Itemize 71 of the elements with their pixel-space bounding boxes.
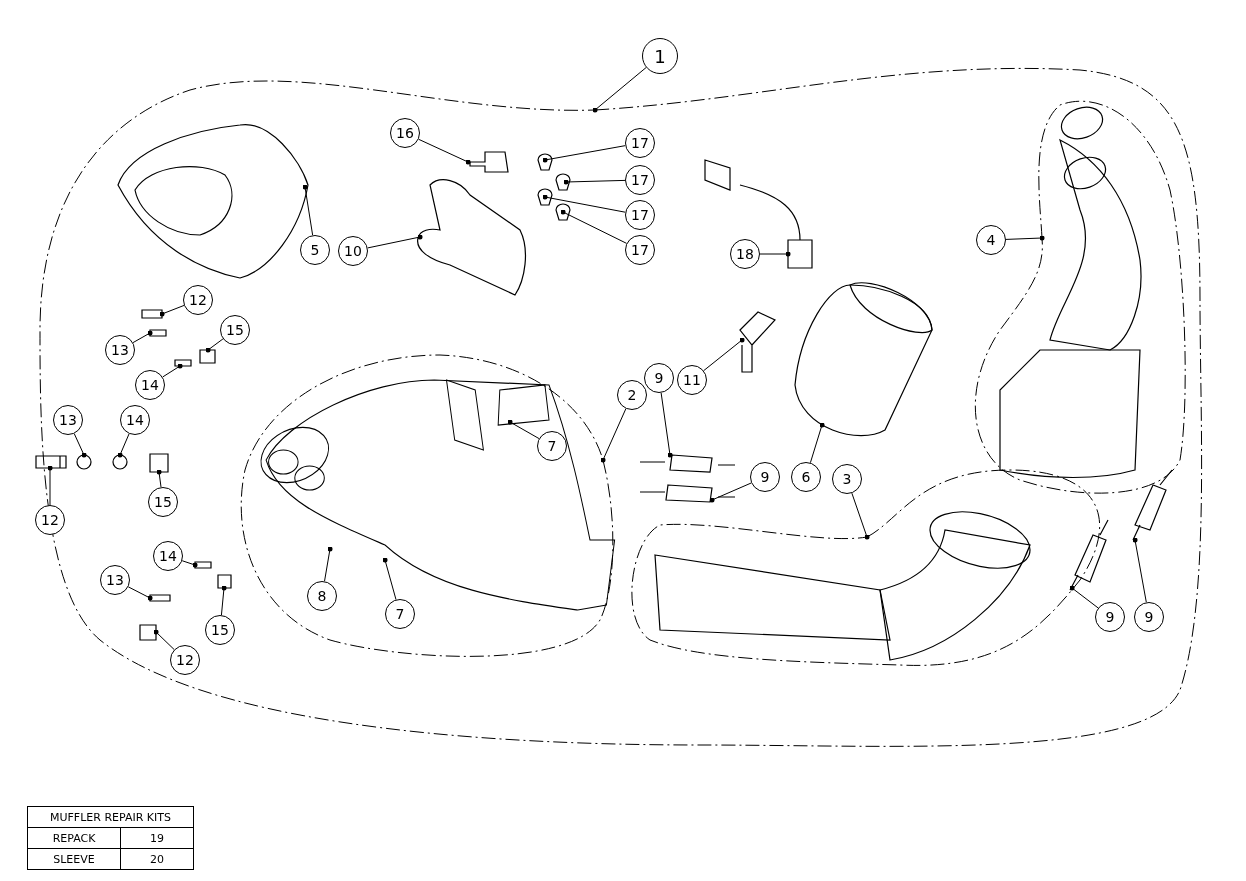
callout-number: 12	[170, 645, 200, 675]
leader-line	[302, 184, 314, 236]
leader-line	[592, 67, 647, 113]
callout-number: 9	[644, 363, 674, 393]
leader-line	[1005, 235, 1045, 241]
leader-line	[709, 482, 752, 503]
callout-number: 11	[677, 365, 707, 395]
table-cell: 19	[120, 827, 194, 849]
leader-line	[600, 408, 627, 463]
callout-number: 5	[300, 235, 330, 265]
leader-line	[759, 251, 791, 257]
leader-line	[1132, 537, 1147, 603]
leader-line	[560, 209, 628, 244]
callout-number: 1	[642, 38, 678, 74]
table-cell: REPACK	[27, 827, 121, 849]
callout-number: 14	[135, 370, 165, 400]
leader-line	[156, 469, 162, 488]
callout-number: 15	[220, 315, 250, 345]
leader-line	[418, 138, 471, 165]
callout-number: 17	[625, 200, 655, 230]
callout-number: 16	[390, 118, 420, 148]
callout-number: 9	[750, 462, 780, 492]
leader-line	[703, 337, 745, 372]
leader-line	[382, 557, 397, 601]
leader-line	[159, 304, 185, 317]
callout-number: 2	[617, 380, 647, 410]
callout-number: 17	[625, 165, 655, 195]
leader-line	[127, 586, 153, 601]
leader-line	[132, 330, 153, 344]
callout-number: 7	[385, 599, 415, 629]
callout-number: 17	[625, 128, 655, 158]
callout-number: 10	[338, 236, 368, 266]
leader-line	[220, 585, 227, 616]
callout-number: 9	[1095, 602, 1125, 632]
callout-number: 3	[832, 464, 862, 494]
leader-line	[181, 560, 198, 568]
leader-line	[851, 492, 870, 540]
callout-number: 9	[1134, 602, 1164, 632]
table-cell: 20	[120, 848, 194, 870]
callout-number: 12	[183, 285, 213, 315]
callout-number: 7	[537, 431, 567, 461]
leader-line	[660, 392, 673, 458]
table-cell: SLEEVE	[27, 848, 121, 870]
leader-line	[73, 433, 87, 458]
leader-line	[809, 422, 825, 464]
callout-number: 13	[105, 335, 135, 365]
callout-number: 13	[53, 405, 83, 435]
leader-line	[563, 179, 626, 185]
leader-line	[117, 433, 130, 458]
callout-number: 13	[100, 565, 130, 595]
callout-number: 12	[35, 505, 65, 535]
leader-line	[542, 194, 626, 213]
callout-number: 14	[120, 405, 150, 435]
callout-number: 4	[976, 225, 1006, 255]
table-header-cell: MUFFLER REPAIR KITS	[27, 806, 194, 828]
leader-line	[367, 234, 423, 249]
callout-number: 15	[148, 487, 178, 517]
leader-line	[542, 145, 626, 163]
callout-number: 8	[307, 581, 337, 611]
leader-line	[324, 546, 333, 582]
callout-number: 18	[730, 239, 760, 269]
leader-line	[162, 363, 183, 378]
callout-number: 14	[153, 541, 183, 571]
callout-number: 15	[205, 615, 235, 645]
callout-number: 6	[791, 462, 821, 492]
callout-number: 17	[625, 235, 655, 265]
leader-line	[205, 338, 224, 353]
leader-line	[1069, 585, 1099, 609]
leader-line	[47, 465, 53, 506]
leader-line	[507, 419, 540, 440]
leader-line	[153, 629, 175, 651]
